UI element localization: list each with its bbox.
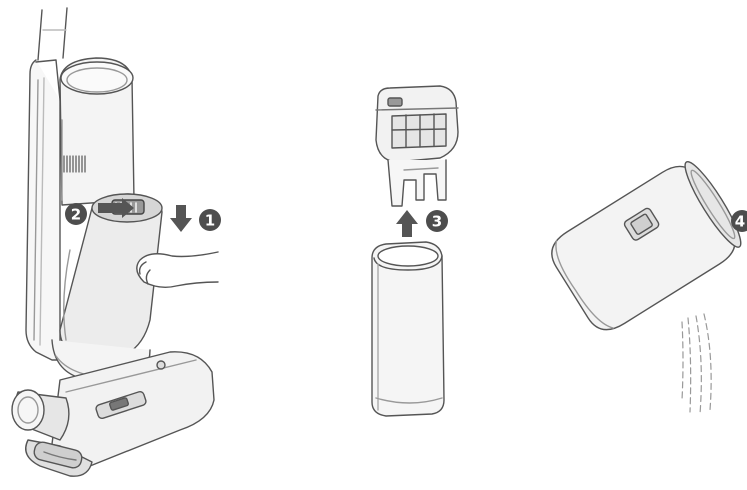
floor-head bbox=[12, 352, 214, 476]
panel-vacuum bbox=[12, 8, 218, 476]
step-badge-1: 1 bbox=[199, 209, 221, 231]
motor-housing bbox=[60, 58, 134, 205]
step-number-2: 2 bbox=[71, 206, 81, 224]
handle-pole bbox=[38, 8, 67, 60]
panel-emptying bbox=[544, 153, 747, 414]
main-body bbox=[26, 60, 60, 360]
step-number-3: 3 bbox=[432, 213, 442, 231]
step-number-1: 1 bbox=[205, 212, 215, 230]
tipped-tank bbox=[544, 153, 747, 338]
panel-filter bbox=[372, 86, 458, 416]
hand-illustration bbox=[137, 252, 218, 287]
water-stream bbox=[682, 314, 711, 414]
step-badge-2: 2 bbox=[65, 203, 87, 225]
arrow-down-icon bbox=[170, 205, 192, 232]
arrow-up-icon bbox=[396, 210, 418, 237]
step-number-4: 4 bbox=[735, 213, 745, 231]
tank-container bbox=[372, 242, 444, 416]
step-badge-3: 3 bbox=[426, 210, 448, 232]
filter-assembly bbox=[376, 86, 458, 206]
